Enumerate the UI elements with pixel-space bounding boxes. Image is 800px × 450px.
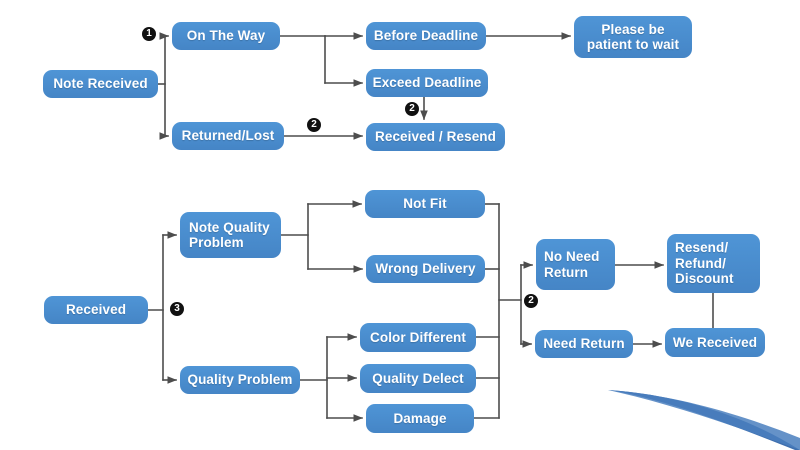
node-label: Quality Problem	[187, 372, 293, 388]
node-label: Damage	[393, 410, 447, 426]
node-color-different[interactable]: Color Different	[360, 323, 476, 352]
node-label: Need Return	[543, 336, 625, 352]
node-received-resend[interactable]: Received / Resend	[366, 123, 505, 151]
node-need-return[interactable]: Need Return	[535, 330, 633, 358]
node-label: On The Way	[186, 28, 266, 44]
node-exceed-deadline[interactable]: Exceed Deadline	[366, 69, 488, 97]
badge-step-1: 1	[142, 27, 156, 41]
badge-label: 2	[311, 119, 317, 130]
badge-label: 2	[528, 295, 534, 306]
node-label: Exceed Deadline	[372, 75, 482, 91]
node-wrong-delivery[interactable]: Wrong Delivery	[366, 255, 485, 283]
node-label: Received / Resend	[374, 129, 496, 145]
node-label: Resend/ Refund/ Discount	[675, 240, 734, 287]
node-please-be-patient[interactable]: Please be patient to wait	[574, 16, 692, 58]
node-label: Before Deadline	[373, 28, 479, 44]
node-label: Returned/Lost	[181, 128, 275, 144]
badge-label: 1	[146, 28, 152, 39]
node-label: Not Fit	[403, 196, 447, 212]
node-label: Received	[65, 302, 127, 318]
badge-step-2-exceed: 2	[405, 102, 419, 116]
node-note-quality-problem[interactable]: Note Quality Problem	[180, 212, 281, 258]
node-we-received[interactable]: We Received	[665, 328, 765, 357]
node-returned-lost[interactable]: Returned/Lost	[172, 122, 284, 150]
node-no-need-return[interactable]: No Need Return	[536, 239, 615, 290]
badge-step-2-returned: 2	[307, 118, 321, 132]
node-label: Quality Delect	[372, 370, 464, 386]
node-received[interactable]: Received	[44, 296, 148, 324]
node-label: Note Received	[53, 76, 148, 92]
node-resend-refund-discount[interactable]: Resend/ Refund/ Discount	[667, 234, 760, 293]
node-quality-delect[interactable]: Quality Delect	[360, 364, 476, 393]
node-damage[interactable]: Damage	[366, 404, 474, 433]
badge-step-2-return: 2	[524, 294, 538, 308]
node-quality-problem[interactable]: Quality Problem	[180, 366, 300, 394]
node-label: We Received	[672, 334, 758, 350]
node-before-deadline[interactable]: Before Deadline	[366, 22, 486, 50]
node-label: Please be patient to wait	[586, 21, 680, 53]
node-label: Note Quality Problem	[189, 219, 270, 251]
node-label: No Need Return	[544, 249, 600, 280]
badge-label: 2	[409, 103, 415, 114]
badge-label: 3	[174, 303, 180, 314]
node-label: Color Different	[370, 329, 466, 345]
node-on-the-way[interactable]: On The Way	[172, 22, 280, 50]
decorative-swoosh	[608, 390, 800, 450]
node-not-fit[interactable]: Not Fit	[365, 190, 485, 218]
node-note-received[interactable]: Note Received	[43, 70, 158, 98]
node-label: Wrong Delivery	[375, 261, 476, 277]
badge-step-3-received: 3	[170, 302, 184, 316]
